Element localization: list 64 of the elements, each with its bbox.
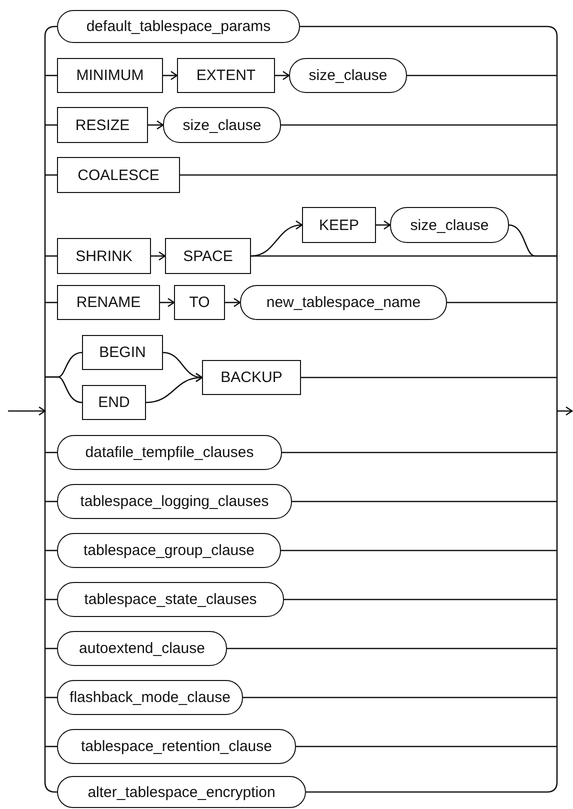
keyword-box: RENAME: [57, 285, 160, 320]
connector-line: [275, 70, 290, 80]
keyword-box: END: [82, 385, 146, 420]
connector-line: [180, 174, 557, 176]
connector-line: [243, 696, 557, 698]
connector-line: [306, 782, 558, 793]
connector-line: [45, 174, 57, 176]
connector-line: [225, 298, 241, 308]
clause-pill: size_clause: [289, 58, 407, 93]
connector-line: [227, 648, 557, 650]
connector-line: [292, 500, 557, 502]
keyword-box: KEEP: [302, 207, 376, 243]
keyword-box: SHRINK: [57, 238, 151, 274]
connector-line: [300, 26, 558, 37]
keyword-box: BACKUP: [202, 360, 301, 395]
clause-pill: alter_tablespace_encryption: [57, 776, 306, 808]
connector-line: [45, 746, 57, 748]
clause-pill: datafile_tempfile_clauses: [57, 435, 282, 470]
connector-line: [45, 302, 57, 304]
connector-line: [45, 500, 57, 502]
connector-line: [151, 251, 166, 261]
connector-line: [163, 70, 178, 80]
keyword-box: RESIZE: [57, 107, 148, 143]
clause-pill: autoextend_clause: [57, 631, 227, 666]
connector-line: [45, 255, 57, 257]
keyword-box: EXTENT: [177, 58, 275, 93]
connector-line: [376, 220, 391, 230]
keyword-box: BEGIN: [82, 335, 163, 370]
connector-line: [160, 298, 175, 308]
clause-pill: size_clause: [163, 107, 281, 143]
connector-line: [45, 598, 57, 600]
connector-line: [281, 124, 557, 126]
connector-line: [447, 302, 557, 304]
connector-line: [148, 120, 164, 130]
keyword-box: COALESCE: [57, 157, 180, 193]
clause-pill: default_tablespace_params: [57, 10, 300, 43]
connector-line: [407, 74, 557, 76]
keyword-box: SPACE: [165, 238, 251, 274]
keyword-box: MINIMUM: [57, 58, 163, 93]
clause-pill: flashback_mode_clause: [57, 680, 243, 715]
clause-pill: new_tablespace_name: [240, 285, 447, 320]
clause-pill: tablespace_logging_clauses: [57, 484, 292, 519]
connector-line: [250, 221, 303, 257]
connector-line: [281, 550, 557, 552]
connector-line: [45, 376, 82, 404]
clause-pill: tablespace_group_clause: [57, 533, 281, 568]
connector-line: [296, 746, 557, 748]
connector-line: [45, 696, 57, 698]
connector-line: [45, 648, 57, 650]
connector-line: [282, 452, 557, 454]
connector-line: [44, 782, 57, 793]
connector-line: [45, 452, 57, 454]
clause-pill: tablespace_state_clauses: [57, 582, 284, 617]
connector-line: [146, 373, 203, 404]
clause-pill: tablespace_retention_clause: [57, 729, 296, 764]
connector-line: [284, 598, 557, 600]
connector-line: [251, 255, 557, 257]
clause-pill: size_clause: [390, 207, 509, 243]
connector-line: [301, 376, 557, 378]
connector-line: [45, 550, 57, 552]
connector-line: [45, 74, 57, 76]
connector-line: [44, 26, 57, 37]
keyword-box: TO: [174, 285, 225, 320]
connector-line: [45, 124, 57, 126]
